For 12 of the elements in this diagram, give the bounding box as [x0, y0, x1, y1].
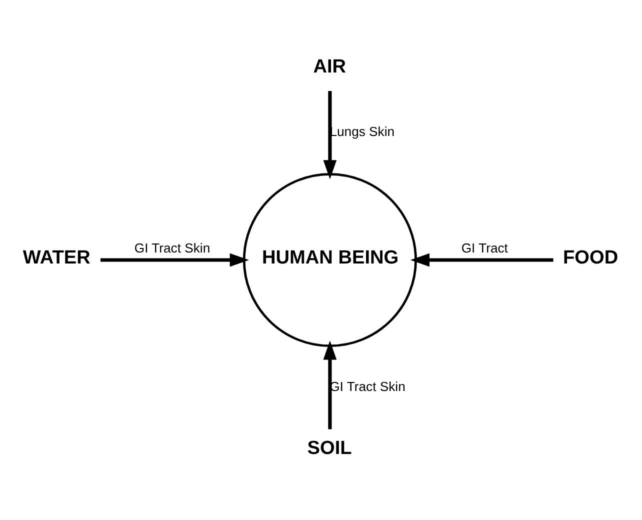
- arrow: [323, 90, 337, 180]
- node-text: SOIL: [307, 438, 352, 460]
- arrow: [323, 340, 337, 430]
- node-circle: HUMAN BEING: [242, 172, 417, 348]
- edge-label: Lungs Skin: [330, 124, 395, 139]
- arrow: [410, 253, 554, 267]
- node-text: FOOD: [563, 247, 618, 268]
- edge-label: GI Tract Skin: [134, 240, 210, 256]
- arrow: [100, 253, 249, 267]
- edge-label: GI Tract: [461, 240, 508, 256]
- node-text: WATER: [22, 247, 90, 268]
- node-text: AIR: [313, 56, 346, 78]
